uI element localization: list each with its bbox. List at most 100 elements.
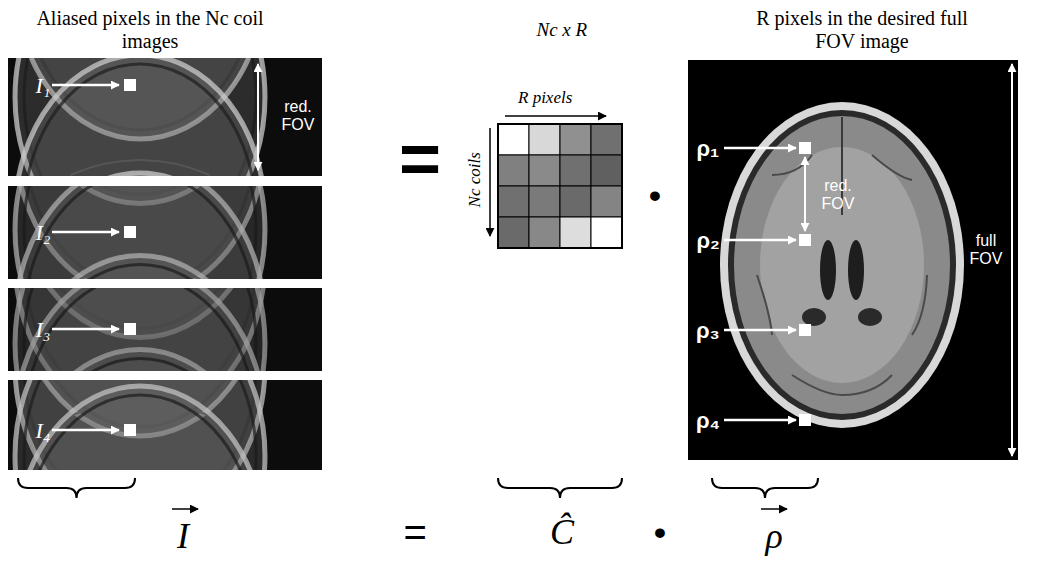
fov-label: red. FOV	[278, 98, 318, 135]
matrix-cell	[591, 124, 622, 155]
coil-image	[8, 380, 322, 470]
coil-image: I₄	[8, 380, 322, 470]
coil-image: I₂	[8, 186, 322, 279]
coil-image	[8, 186, 322, 279]
scalp	[720, 102, 964, 428]
coil-image: I₃	[8, 288, 322, 371]
sulcus	[842, 375, 892, 395]
white-matter	[760, 147, 924, 383]
pointer-arrow	[724, 239, 796, 242]
ventricle	[848, 240, 864, 300]
skull	[728, 110, 956, 420]
vector-symbol: ρ	[766, 518, 783, 554]
matrix-cell	[529, 186, 560, 217]
aliased-head	[15, 173, 265, 176]
vector-arrow	[172, 508, 198, 510]
brain	[734, 116, 950, 414]
matrix-cell	[529, 155, 560, 186]
axis-label: R pixels	[518, 88, 572, 108]
fov-label: ρ₂	[697, 228, 720, 253]
fov-label: red. FOV	[818, 177, 858, 214]
pixel-marker	[799, 324, 811, 336]
pointer-arrow	[52, 429, 119, 432]
product-dot: •	[654, 515, 666, 549]
fov-label: ρ₄	[696, 408, 720, 433]
coil-image	[8, 58, 322, 176]
aliased-skull	[24, 64, 256, 176]
vector-symbol: I	[177, 518, 189, 554]
pixel-marker	[799, 142, 811, 154]
pixel-marker	[124, 323, 136, 335]
pixel-marker	[124, 79, 136, 91]
column-heading: Aliased pixels in the Nc coil images	[25, 7, 275, 53]
matrix-cell	[560, 124, 591, 155]
pointer-arrow	[52, 328, 119, 331]
pointer-arrow	[52, 84, 119, 87]
pixel-label: I₄	[36, 418, 51, 443]
vector-arrow	[761, 508, 787, 510]
matrix-cell	[591, 217, 622, 248]
coil-image: I₁ red. FOV	[8, 58, 322, 176]
matrix-cell	[529, 124, 560, 155]
axis-arrow	[489, 128, 491, 236]
matrix-cell	[560, 186, 591, 217]
product-dot: •	[649, 178, 661, 212]
pointer-arrow	[724, 329, 796, 332]
image-ground	[688, 60, 1018, 460]
aliased-head	[15, 350, 265, 372]
pointer-arrow	[52, 231, 119, 234]
ventricle	[802, 308, 826, 326]
ventricle	[858, 308, 882, 326]
brace	[498, 478, 622, 498]
pointer-arrow	[724, 147, 796, 150]
pixel-marker	[799, 414, 811, 426]
matrix-cell	[498, 155, 529, 186]
fov-label: ρ₃	[696, 318, 720, 343]
pixel-label: I₂	[36, 220, 51, 245]
sulcus	[792, 375, 842, 395]
coil-image	[8, 288, 322, 371]
fov-arrow	[1011, 64, 1013, 456]
matrix-size: Nc x R	[537, 19, 588, 41]
pixel-marker	[124, 226, 136, 238]
pixel-marker	[124, 424, 136, 436]
axis-arrow	[505, 115, 606, 117]
matrix-border	[498, 124, 622, 248]
pointer-arrow	[724, 419, 796, 422]
matrix-cell	[498, 186, 529, 217]
column-heading: R pixels in the desired full FOV image	[737, 7, 987, 53]
aliased-skull	[24, 395, 256, 470]
equals-sign: =	[399, 122, 441, 194]
fov-label: full FOV	[967, 232, 1005, 269]
brace	[712, 478, 818, 498]
matrix-cell	[560, 155, 591, 186]
sulcus	[912, 275, 927, 335]
ventricle	[820, 240, 836, 300]
matrix-cell	[591, 186, 622, 217]
aliased-skull	[24, 359, 256, 372]
matrix-cell	[498, 124, 529, 155]
fov-arrow	[804, 157, 806, 231]
aliased-head	[15, 386, 265, 470]
fov-arrow	[257, 64, 259, 170]
full-fov-image: ρ₁ ρ₂ ρ₃ ρ₄ red. FOV full FOV	[688, 60, 1018, 460]
matrix-symbol: Ĉ	[550, 511, 574, 554]
matrix-cell	[591, 155, 622, 186]
equals-sign: =	[404, 512, 427, 552]
pixel-marker	[799, 234, 811, 246]
sulcus	[757, 275, 772, 335]
matrix-cell	[529, 217, 560, 248]
brace	[18, 478, 135, 498]
axis-label: Nc coils	[464, 152, 484, 207]
aliased-head	[15, 58, 265, 176]
pixel-label: I₁	[36, 73, 51, 98]
aliased-head	[15, 256, 265, 280]
sulcus	[872, 155, 912, 180]
pixel-label: I₃	[36, 317, 51, 342]
pixel-label: ρ₁	[697, 136, 720, 161]
matrix-cell	[560, 217, 591, 248]
aliased-skull	[24, 265, 256, 280]
matrix-cell	[498, 217, 529, 248]
